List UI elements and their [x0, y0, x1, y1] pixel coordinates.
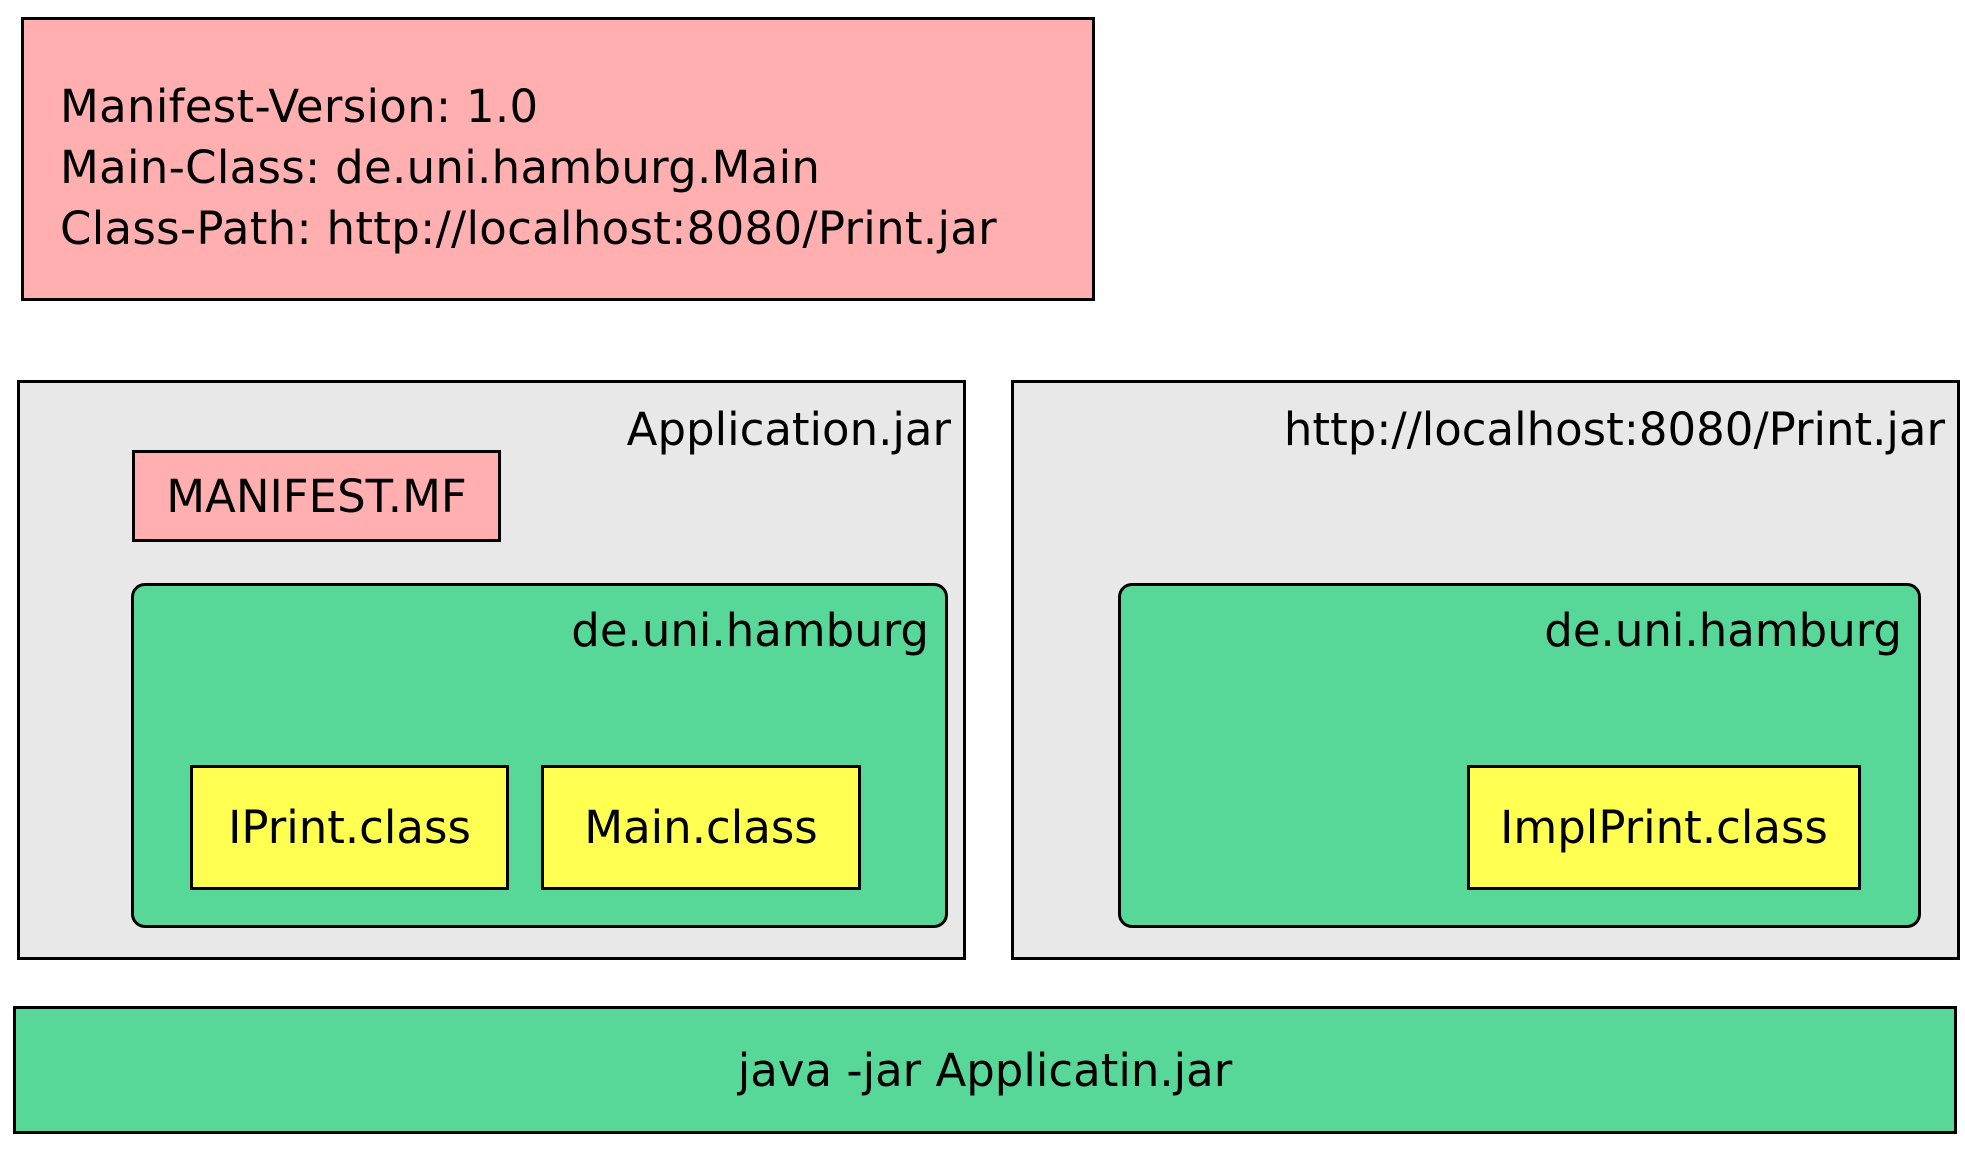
command-bar: java -jar Applicatin.jar [13, 1006, 1957, 1134]
print-jar-label: http://localhost:8080/Print.jar [1283, 403, 1945, 456]
main-class-node: Main.class [541, 765, 861, 890]
implprint-class-label: ImplPrint.class [1500, 801, 1828, 854]
iprint-class-label: IPrint.class [228, 801, 471, 854]
application-package-label: de.uni.hamburg [571, 604, 929, 657]
manifest-line-main-class: Main-Class: de.uni.hamburg.Main [60, 141, 821, 194]
manifest-content-box: Manifest-Version: 1.0 Main-Class: de.uni… [21, 17, 1095, 301]
print-package: de.uni.hamburg ImplPrint.class [1118, 583, 1921, 928]
application-jar-container: Application.jar MANIFEST.MF de.uni.hambu… [17, 380, 966, 960]
application-package: de.uni.hamburg IPrint.class Main.class [131, 583, 948, 928]
manifest-line-class-path: Class-Path: http://localhost:8080/Print.… [60, 202, 997, 255]
manifest-line-version: Manifest-Version: 1.0 [60, 80, 539, 133]
print-package-label: de.uni.hamburg [1544, 604, 1902, 657]
manifest-file-label: MANIFEST.MF [166, 469, 467, 523]
manifest-file-node: MANIFEST.MF [132, 450, 501, 542]
application-jar-label: Application.jar [626, 403, 951, 456]
implprint-class-node: ImplPrint.class [1467, 765, 1861, 890]
print-jar-container: http://localhost:8080/Print.jar de.uni.h… [1011, 380, 1960, 960]
iprint-class-node: IPrint.class [190, 765, 509, 890]
command-label: java -jar Applicatin.jar [737, 1043, 1233, 1097]
main-class-label: Main.class [584, 801, 818, 854]
